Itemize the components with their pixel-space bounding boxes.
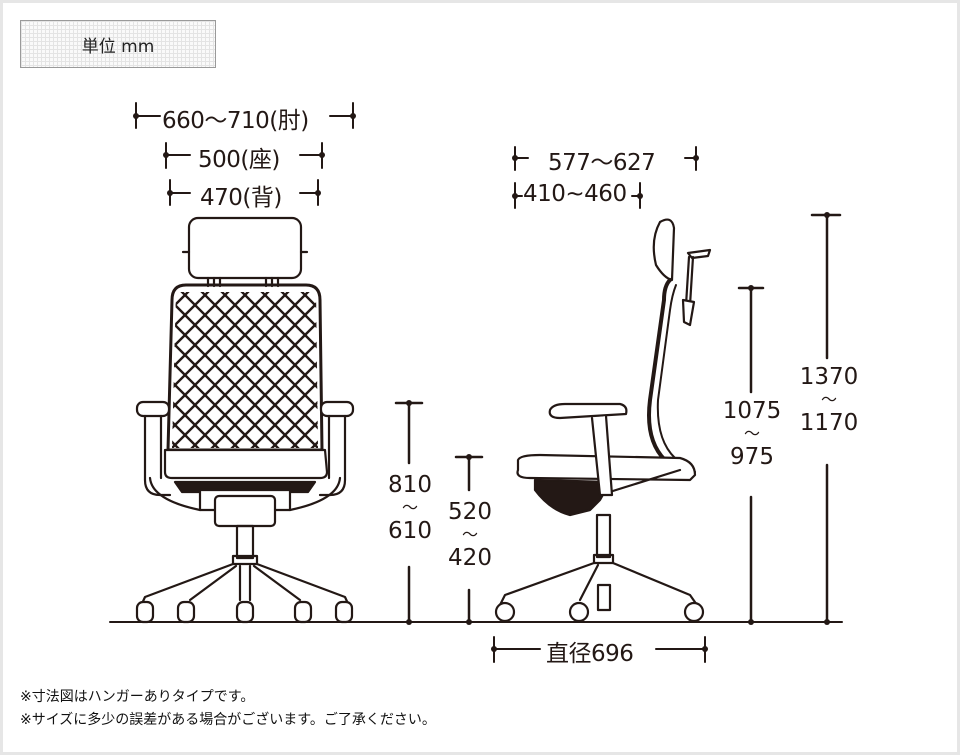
armrest-height-min: 610: [388, 518, 432, 544]
overall-height-min: 1170: [799, 410, 859, 436]
range-separator: 〜: [461, 525, 478, 544]
armrest-width-label: 660〜710(肘): [162, 108, 309, 134]
base-diameter-label: 直径696: [546, 641, 634, 667]
side-view-chair: [494, 218, 712, 623]
range-separator: 〜: [820, 390, 837, 409]
seat-height-label: 520 〜 420: [443, 497, 497, 573]
overall-height-label: 1370 〜 1170: [796, 362, 862, 438]
seat-width-label: 500(座): [198, 147, 280, 173]
armrest-height-max: 810: [388, 472, 432, 498]
base-diameter-dimension-line: [493, 636, 706, 663]
seat-height-min: 420: [448, 545, 492, 571]
unit-label-box: 単位 mm: [20, 20, 216, 68]
overall-height-max: 1370: [799, 364, 859, 390]
note-size-tolerance: ※サイズに多少の誤差がある場合がございます。ご了承ください。: [20, 712, 436, 728]
back-height-min: 975: [730, 444, 774, 470]
range-separator: 〜: [743, 424, 760, 443]
back-width-label: 470(背): [200, 185, 282, 211]
armrest-height-label: 810 〜 610: [383, 470, 437, 546]
front-view-chair: [135, 216, 355, 624]
note-hanger-type: ※寸法図はハンガーありタイプです。: [20, 689, 255, 705]
overall-depth-label: 577〜627: [548, 150, 656, 176]
range-separator: 〜: [401, 498, 418, 517]
height-dimension-lines: [394, 213, 842, 624]
seat-depth-label: 410~460: [523, 181, 627, 207]
back-height-max: 1075: [722, 398, 782, 424]
seat-height-max: 520: [448, 499, 492, 525]
unit-label: 単位 mm: [81, 36, 155, 57]
back-height-label: 1075 〜 975: [720, 396, 784, 472]
